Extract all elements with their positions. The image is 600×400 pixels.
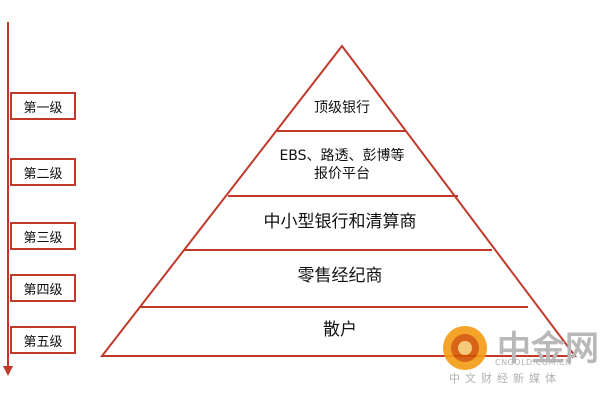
- watermark-subtitle: 中文财经新媒体: [449, 372, 561, 385]
- watermark-logo-text: 中金网: [497, 329, 599, 369]
- level-box-1: 第一级: [10, 92, 76, 120]
- cngold-logo-icon: [443, 326, 487, 370]
- level-label: 第五级: [23, 334, 63, 350]
- level-box-4: 第四级: [10, 274, 76, 302]
- level-label: 第一级: [23, 100, 63, 116]
- level-label: 第三级: [23, 230, 63, 246]
- pyramid-outline: [99, 44, 578, 357]
- level-axis-arrowhead: [3, 366, 13, 376]
- level-label: 第四级: [23, 282, 63, 298]
- level-box-2: 第二级: [10, 158, 76, 186]
- level-box-3: 第三级: [10, 222, 76, 250]
- tier-label-mid-banks: 中小型银行和清算商: [263, 212, 417, 232]
- level-label: 第二级: [23, 166, 63, 182]
- tier-label-platforms: EBS、路透、彭博等 报价平台: [279, 148, 405, 182]
- tier-label-top-banks: 顶级银行: [314, 100, 370, 116]
- level-box-5: 第五级: [10, 326, 76, 354]
- watermark-domain: CNGOLD.COM.CN: [495, 358, 572, 367]
- tier-label-retail-brokers: 零售经纪商: [297, 266, 383, 286]
- tier-label-retail-investors: 散户: [323, 320, 357, 340]
